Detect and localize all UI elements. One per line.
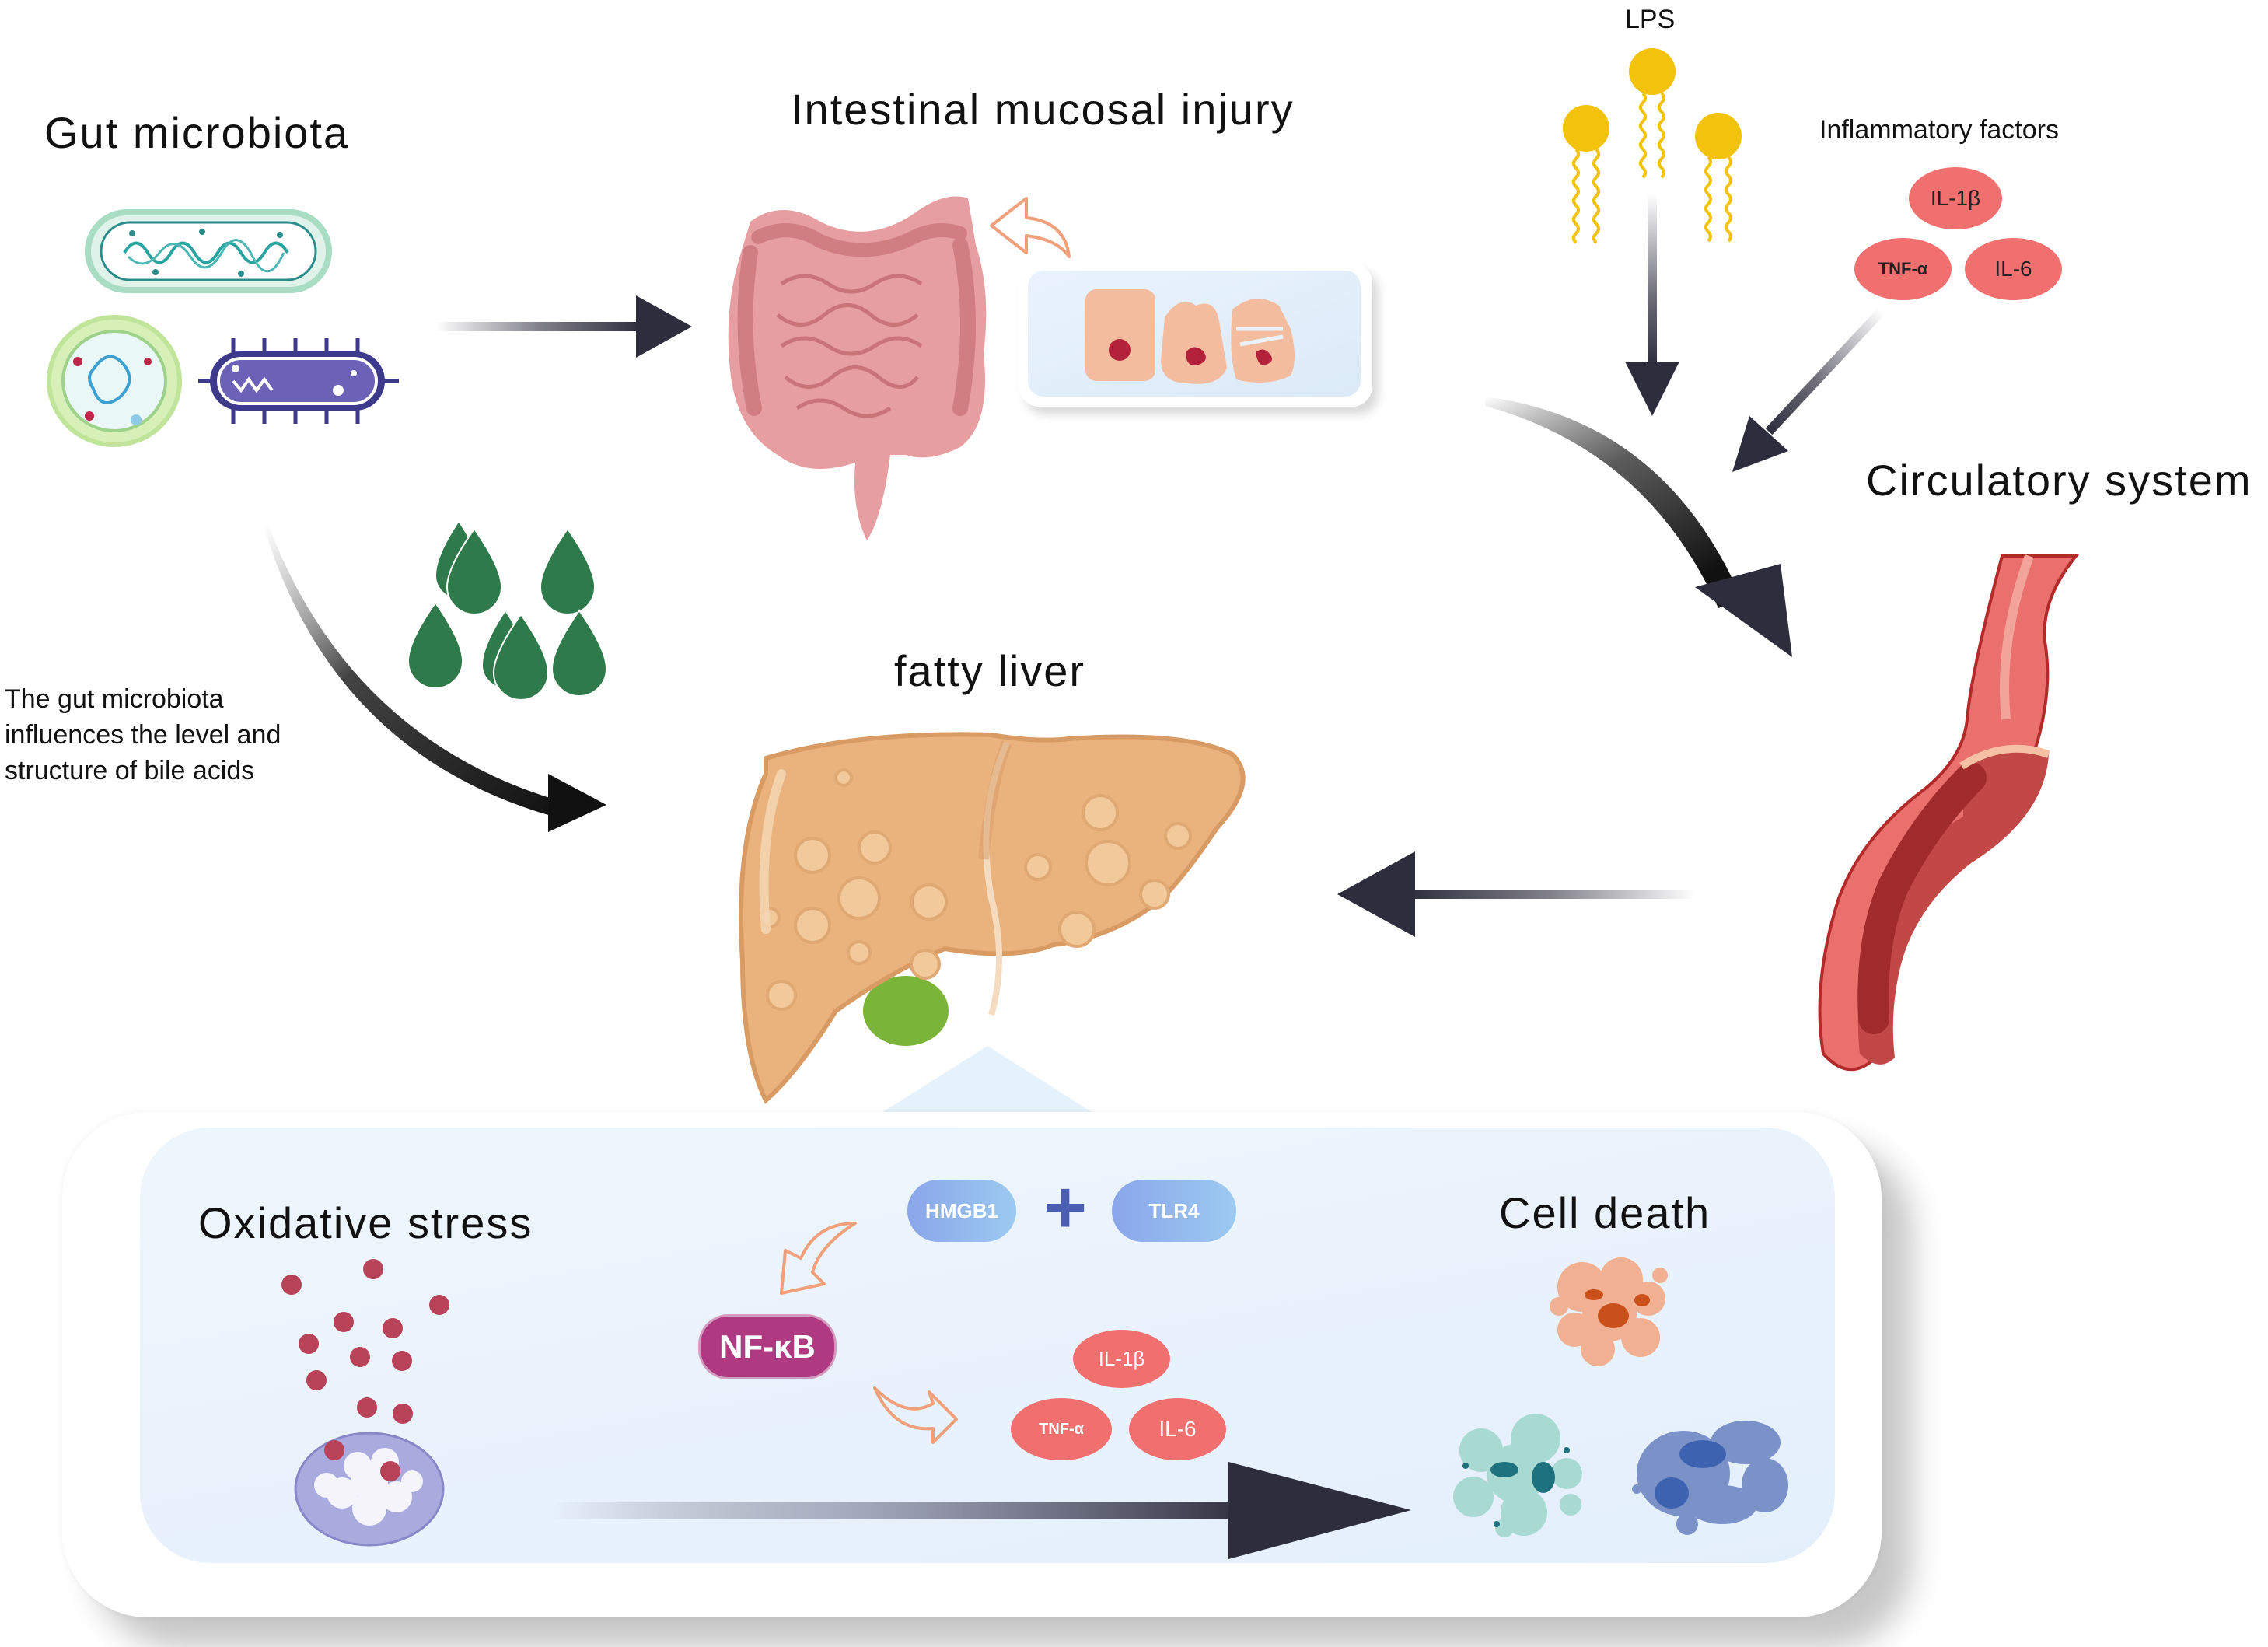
- intestinal-injury-label: Intestinal mucosal injury: [791, 85, 1295, 134]
- panel-pointer: [871, 1046, 1104, 1120]
- panel-cytokine-il6: IL-6: [1129, 1398, 1226, 1460]
- bacteria-rod-icon: [85, 209, 332, 293]
- nfkb-pill: NF-κB: [698, 1314, 837, 1379]
- bile-note-line-3: structure of bile acids: [5, 756, 255, 785]
- blood-vessel-icon: [1818, 554, 2080, 1072]
- dying-cell-orange-icon: [1550, 1257, 1668, 1366]
- hmgb1-pill: HMGB1: [907, 1180, 1016, 1242]
- cytokine-il1b: IL-1β: [1909, 167, 2002, 229]
- gut-microbiota-label: Gut microbiota: [44, 108, 350, 157]
- dying-cell-teal-icon: [1453, 1414, 1582, 1537]
- panel-cytokine-tnfa: TNF-α: [1011, 1398, 1112, 1460]
- bile-curve-arrow: [264, 525, 606, 832]
- bacteria-flagellated-icon: [198, 338, 399, 424]
- plus-sign: +: [1043, 1166, 1088, 1249]
- bile-acid-note: The gut microbiota influences the level …: [5, 681, 378, 789]
- bile-acid-drops-icon: [407, 519, 608, 701]
- damaged-epithelial-cells-icon: [1085, 289, 1295, 384]
- lps-label: LPS: [1625, 5, 1676, 34]
- cytokine-tnfa: TNF-α: [1854, 238, 1952, 300]
- bacteria-coccus-icon: [47, 315, 182, 447]
- mitochondrion-ros-icon: [281, 1259, 449, 1547]
- arrow-intestine-to-circulation: [1485, 397, 1792, 657]
- fatty-liver-icon: [739, 732, 1246, 1104]
- arrow-circulation-to-liver: [1337, 851, 1695, 937]
- orange-arrow-to-cytokines-icon: [873, 1386, 958, 1444]
- oxidative-stress-label: Oxidative stress: [198, 1198, 533, 1247]
- arrow-lps-down: [1625, 194, 1679, 416]
- bile-note-line-1: The gut microbiota: [5, 684, 224, 714]
- inflammatory-factors-label: Inflammatory factors: [1819, 115, 2059, 145]
- bile-note-line-2: influences the level and: [5, 720, 281, 750]
- mucosal-cells-inset: [1019, 263, 1372, 407]
- circulatory-system-label: Circulatory system: [1866, 456, 2252, 505]
- intestine-icon: [728, 196, 987, 540]
- arrow-microbiota-to-intestine: [435, 295, 692, 358]
- lps-molecules-icon: [1563, 48, 1742, 244]
- panel-cytokine-il1b: IL-1β: [1073, 1330, 1170, 1388]
- orange-arrow-to-nfkb-icon: [780, 1222, 857, 1295]
- orange-curved-arrow-icon: [990, 197, 1071, 258]
- fatty-liver-label: fatty liver: [894, 646, 1086, 695]
- cell-death-label: Cell death: [1499, 1188, 1711, 1237]
- arrow-oxidative-to-cell-death: [552, 1462, 1411, 1559]
- arrow-inflammatory-to-circulation: [1732, 307, 1885, 472]
- dying-cell-blue-icon: [1632, 1421, 1788, 1535]
- cytokine-il6: IL-6: [1965, 238, 2062, 300]
- tlr4-pill: TLR4: [1112, 1180, 1236, 1242]
